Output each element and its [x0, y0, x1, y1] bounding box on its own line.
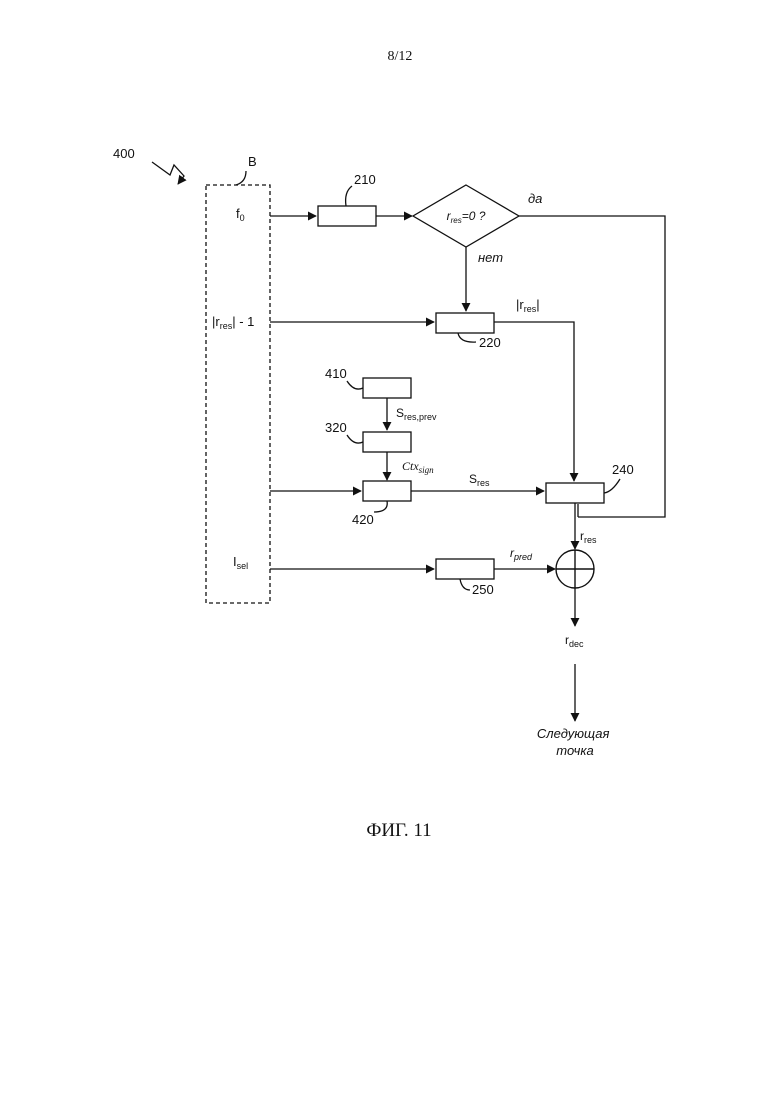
signal-rpred-label: rpred	[510, 546, 533, 562]
page-number: 8/12	[388, 49, 413, 64]
block-250-label: 250	[472, 582, 494, 597]
input-block-b	[206, 185, 270, 603]
block-210-leader	[346, 186, 352, 206]
block-410-leader	[347, 381, 363, 389]
block-420-label: 420	[352, 512, 374, 527]
block-b-label: B	[248, 154, 257, 169]
block-240-leader	[604, 479, 620, 493]
block-210-label: 210	[354, 172, 376, 187]
220-to-240-line	[494, 322, 574, 481]
block-b-leader	[236, 171, 246, 185]
signal-rres-abs-label: |rres|	[516, 297, 540, 314]
block-240-label: 240	[612, 462, 634, 477]
yes-branch-line	[519, 216, 665, 517]
signal-sres-prev-label: Sres,prev	[396, 406, 437, 422]
block-420	[363, 481, 411, 501]
signal-sres-label: Sres	[469, 472, 490, 488]
block-220-label: 220	[479, 335, 501, 350]
block-320	[363, 432, 411, 452]
block-220-leader	[458, 333, 476, 342]
adder-symbol	[556, 550, 594, 588]
block-250-leader	[460, 579, 470, 590]
block-250	[436, 559, 494, 579]
signal-rdec-label: rdec	[565, 633, 584, 649]
block-420-leader	[374, 501, 387, 512]
input-f0-label: f0	[236, 206, 245, 223]
input-rres-minus-one-label: |rres| - 1	[212, 314, 254, 331]
decision-no-label: нет	[478, 250, 503, 265]
block-410	[363, 378, 411, 398]
figure-ref-label: 400	[113, 146, 135, 161]
figure-ref-squiggle	[152, 162, 184, 184]
figure-caption: ФИГ. 11	[366, 820, 431, 841]
block-220	[436, 313, 494, 333]
block-210	[318, 206, 376, 226]
output-next-point-label: Следующая точка	[537, 726, 613, 758]
input-isel-label: Isel	[233, 554, 248, 571]
block-240	[546, 483, 604, 503]
signal-ctx-sign-label: Ctxsign	[402, 459, 434, 475]
block-320-leader	[347, 435, 363, 443]
block-320-label: 320	[325, 420, 347, 435]
block-410-label: 410	[325, 366, 347, 381]
decision-yes-label: да	[528, 191, 542, 206]
signal-rres-label: rres	[580, 529, 597, 545]
